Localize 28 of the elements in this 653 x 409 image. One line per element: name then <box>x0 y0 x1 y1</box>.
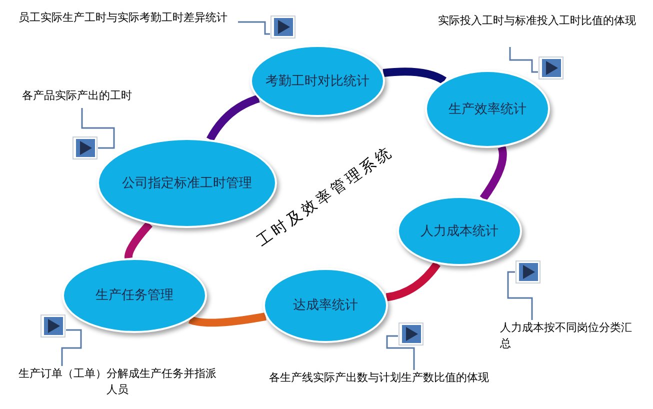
play-icon <box>40 314 66 338</box>
play-icon <box>270 14 296 40</box>
leader-line <box>238 21 270 35</box>
play-icon <box>515 260 541 284</box>
callout-text: 实际投入工时与标准投入工时比值的体现 <box>438 13 638 47</box>
ellipse-node: 生产效率统计 <box>425 70 550 148</box>
ring-connector <box>480 146 507 201</box>
callout-text: 生产订单（工单）分解成生产任务并指派人员 <box>15 366 220 400</box>
play-icon <box>398 322 424 346</box>
ring-connector <box>188 312 266 327</box>
ring-connector <box>386 261 440 302</box>
ellipse-node: 考勤工时对比统计 <box>250 45 385 117</box>
ellipse-node: 人力成本统计 <box>397 196 522 266</box>
callout-text: 各生产线实际产出数与计划生产数比值的体现 <box>265 370 493 404</box>
ring-connector <box>382 68 446 84</box>
play-icon <box>538 56 564 80</box>
callout-text: 员工实际生产工时与实际考勤工时差异统计 <box>8 10 238 46</box>
leader-line <box>61 329 82 366</box>
callout-text: 人力成本按不同岗位分类汇总 <box>500 320 635 354</box>
leader-line <box>386 335 415 370</box>
ring-connector <box>124 221 153 258</box>
leader-line <box>81 108 115 149</box>
leader-line <box>509 47 538 73</box>
ellipse-node: 达成率统计 <box>263 268 388 343</box>
callout-text: 各产品实际产出的工时 <box>22 88 162 108</box>
leader-line <box>507 271 533 320</box>
play-icon <box>72 136 98 160</box>
ellipse-node: 生产任务管理 <box>62 258 207 333</box>
